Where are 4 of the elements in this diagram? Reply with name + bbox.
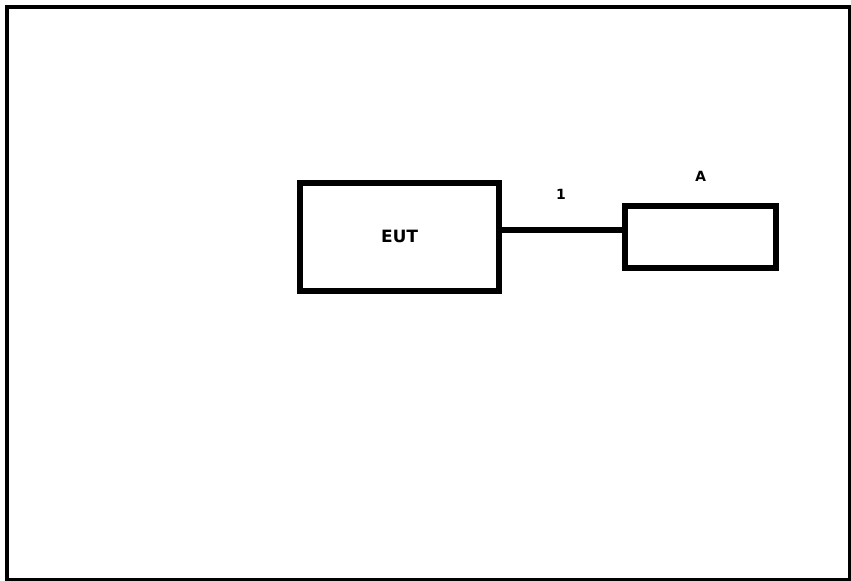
connector-line bbox=[502, 227, 622, 233]
device-box bbox=[297, 180, 502, 294]
box-label: EUT bbox=[381, 227, 418, 247]
box-heading: A bbox=[695, 169, 706, 185]
